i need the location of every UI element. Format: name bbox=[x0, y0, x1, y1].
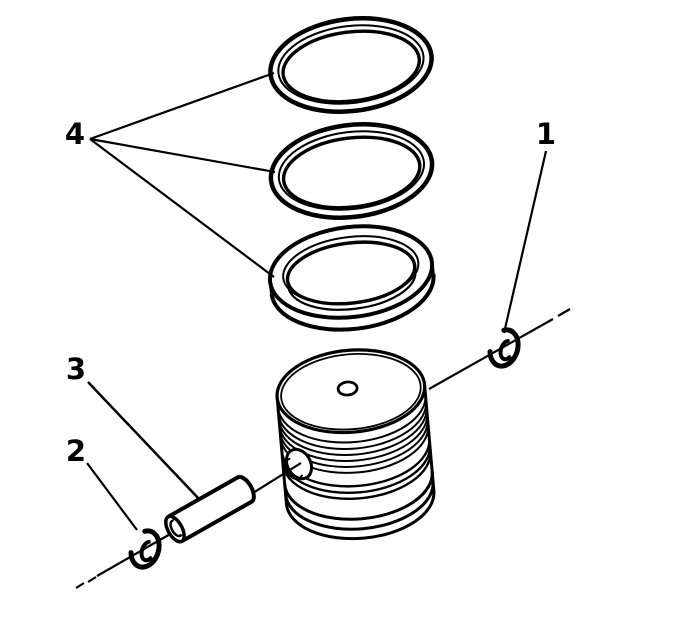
centerline-right-main bbox=[428, 318, 554, 390]
ring-middle-inner-wall bbox=[281, 135, 422, 210]
centerline-right bbox=[428, 308, 571, 390]
leader-line-4-oil-ring bbox=[89, 138, 275, 278]
callout-label-3: 3 bbox=[65, 352, 87, 386]
leader-lines-callout-4 bbox=[89, 71, 276, 278]
oil-control-ring bbox=[267, 224, 436, 332]
ring-middle-outer-edge bbox=[268, 122, 435, 220]
callout-label-1: 1 bbox=[535, 117, 557, 151]
leader-line-3 bbox=[87, 381, 201, 501]
ring-top-outer-edge bbox=[268, 16, 434, 114]
clip-right-outer-coil bbox=[487, 327, 521, 369]
pin-bore-inner-shadow bbox=[284, 457, 304, 481]
retaining-clip-left bbox=[128, 528, 162, 570]
piston-crown bbox=[275, 348, 427, 435]
retaining-clip-right bbox=[487, 327, 521, 369]
clip-left-inner-hook bbox=[139, 539, 153, 563]
ring-top-inner-edge bbox=[277, 24, 425, 105]
leader-line-4-middle-ring bbox=[89, 137, 276, 174]
leader-line-1 bbox=[502, 150, 548, 334]
centerline-left-lower bbox=[96, 532, 173, 577]
callout-label-4: 4 bbox=[64, 117, 86, 151]
leader-line-4-top-ring bbox=[89, 71, 275, 141]
ring-top-inner-wall bbox=[281, 29, 422, 104]
oil-ring-outer-edge bbox=[267, 224, 435, 320]
oil-ring-inner-bottom bbox=[287, 271, 417, 311]
oil-ring-bottom-wall bbox=[269, 273, 436, 332]
leader-line-2 bbox=[86, 462, 138, 531]
clip-right-inner-hook bbox=[498, 338, 512, 362]
clip-left-outer-coil bbox=[128, 528, 162, 570]
piston bbox=[275, 348, 436, 541]
callout-label-2: 2 bbox=[65, 434, 87, 468]
piston-pin bbox=[164, 474, 256, 544]
ring-middle-inner-edge bbox=[277, 130, 426, 211]
piston-crown-chamfer bbox=[280, 352, 422, 431]
oil-ring-inner-wall bbox=[285, 240, 417, 306]
pin-body bbox=[166, 474, 256, 544]
piston-crown-dimple bbox=[336, 380, 359, 397]
piston-skirt-bottom bbox=[283, 471, 436, 541]
centerline-left-dash-gap bbox=[87, 576, 97, 583]
centerline-left-dash bbox=[75, 582, 85, 589]
pin-hollow-bore bbox=[169, 519, 183, 538]
centerline-right-dash bbox=[557, 308, 571, 317]
piston-ring-top bbox=[268, 16, 434, 114]
piston-ring-middle bbox=[268, 122, 435, 220]
